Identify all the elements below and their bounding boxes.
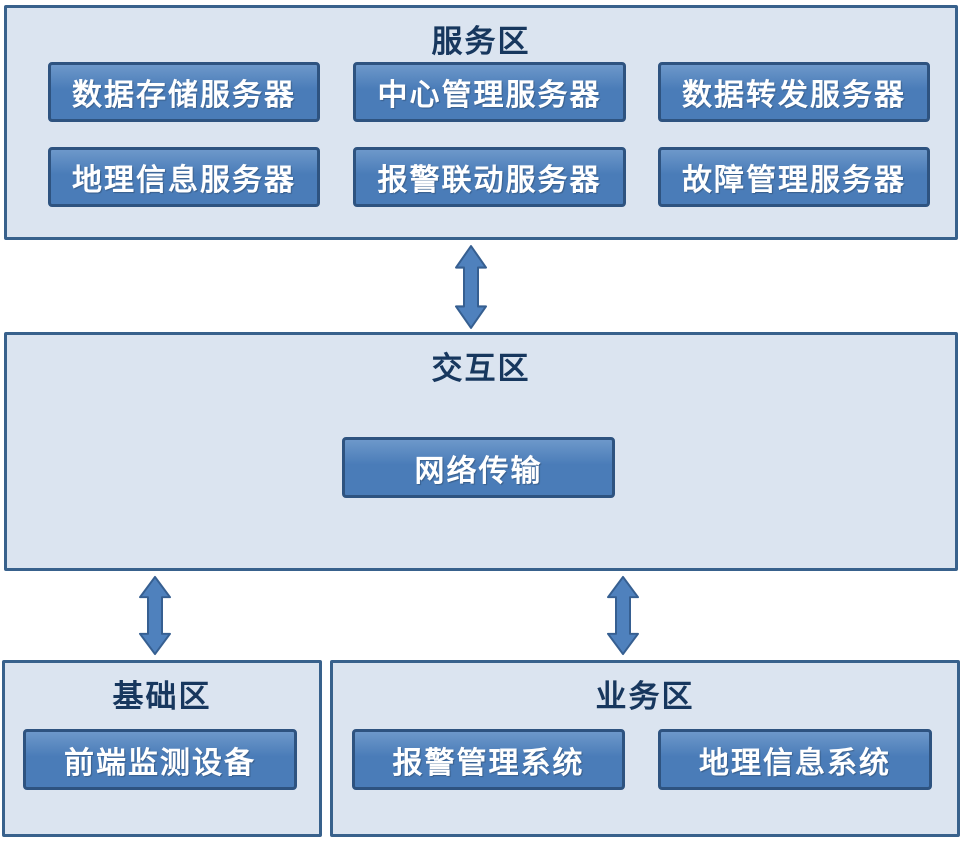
zone-business-title: 业务区 bbox=[595, 679, 695, 714]
zone-base-title: 基础区 bbox=[112, 679, 212, 714]
double-arrow-interaction-base-icon bbox=[139, 575, 171, 656]
zone-interaction-title: 交互区 bbox=[431, 351, 531, 386]
node-geographic-info-system: 地理信息系统 bbox=[658, 729, 932, 790]
node-fault-management-server: 故障管理服务器 bbox=[658, 147, 930, 207]
node-alarm-management-system: 报警管理系统 bbox=[352, 729, 625, 790]
double-arrow-service-interaction-icon bbox=[455, 245, 487, 329]
zone-business: 业务区 报警管理系统 地理信息系统 bbox=[330, 660, 960, 837]
node-geographic-info-server: 地理信息服务器 bbox=[48, 147, 320, 207]
node-alarm-linkage-server: 报警联动服务器 bbox=[353, 147, 626, 207]
zone-interaction: 交互区 网络传输 bbox=[4, 332, 958, 571]
node-data-forwarding-server: 数据转发服务器 bbox=[658, 62, 930, 122]
node-data-storage-server: 数据存储服务器 bbox=[48, 62, 320, 122]
zone-service: 服务区 数据存储服务器 中心管理服务器 数据转发服务器 地理信息服务器 报警联动… bbox=[4, 5, 958, 240]
node-network-transmission: 网络传输 bbox=[342, 437, 615, 498]
zone-service-title: 服务区 bbox=[431, 24, 531, 59]
double-arrow-interaction-business-icon bbox=[607, 575, 639, 656]
node-center-management-server: 中心管理服务器 bbox=[353, 62, 626, 122]
zone-base: 基础区 前端监测设备 bbox=[2, 660, 322, 837]
node-frontend-monitoring-device: 前端监测设备 bbox=[23, 729, 297, 790]
